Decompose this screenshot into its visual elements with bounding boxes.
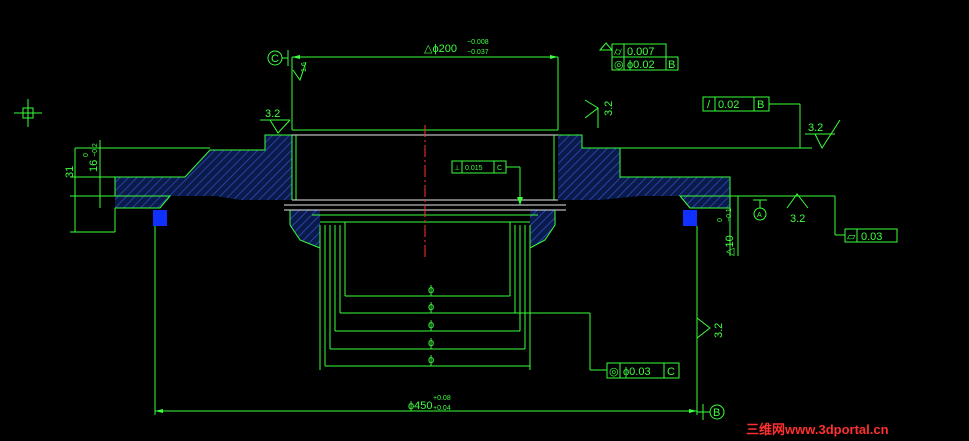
svg-text:B: B bbox=[757, 99, 764, 111]
svg-text:ϕ: ϕ bbox=[428, 284, 434, 296]
svg-text:1.6: 1.6 bbox=[301, 62, 308, 72]
top-diameter-text: △ϕ200 bbox=[424, 43, 457, 55]
fcf-runout: / 0.02 B bbox=[620, 96, 812, 149]
svg-text:−0.2: −0.2 bbox=[92, 143, 99, 157]
roughness-3-2-lower: 3.2 bbox=[696, 317, 725, 339]
height-10-dimension: △10 0 −0.1 bbox=[717, 196, 739, 256]
svg-text:C: C bbox=[271, 53, 279, 65]
svg-text:C: C bbox=[497, 165, 502, 172]
seal-left bbox=[153, 210, 167, 226]
svg-text:+0.04: +0.04 bbox=[433, 405, 451, 412]
watermark-text: 三维网www.3dportal.cn bbox=[746, 422, 889, 437]
svg-text:ϕ450: ϕ450 bbox=[408, 400, 433, 412]
svg-text:0.015: 0.015 bbox=[465, 165, 483, 172]
datum-c-marker: C bbox=[267, 50, 289, 66]
svg-text:◎: ◎ bbox=[609, 366, 619, 378]
svg-text:ϕ: ϕ bbox=[428, 319, 434, 331]
svg-text:/: / bbox=[707, 99, 711, 111]
svg-text:A: A bbox=[757, 212, 762, 219]
svg-text:3.2: 3.2 bbox=[713, 323, 725, 338]
svg-text:ϕ: ϕ bbox=[428, 354, 434, 366]
svg-text:0.03: 0.03 bbox=[861, 231, 882, 243]
svg-text:3.2: 3.2 bbox=[603, 101, 615, 116]
svg-text:−0.037: −0.037 bbox=[467, 49, 489, 56]
svg-text:ϕ: ϕ bbox=[428, 301, 434, 313]
svg-text:−0.008: −0.008 bbox=[467, 39, 489, 46]
svg-text:⊥: ⊥ bbox=[454, 165, 460, 172]
svg-text:31: 31 bbox=[64, 166, 76, 178]
datum-b-marker: B bbox=[697, 404, 725, 420]
datum-a-marker: A bbox=[753, 199, 767, 221]
svg-text:0: 0 bbox=[717, 218, 724, 222]
roughness-3-2-left: 3.2 bbox=[260, 108, 291, 134]
svg-text:ϕ: ϕ bbox=[428, 337, 434, 349]
svg-text:B: B bbox=[713, 407, 720, 419]
svg-text:3.2: 3.2 bbox=[808, 122, 823, 134]
crosshair-icon bbox=[14, 99, 42, 127]
roughness-3-2-right: 3.2 bbox=[805, 119, 841, 150]
roughness-3-2-mid: 3.2 bbox=[786, 193, 809, 225]
bottom-diameter-dimension: ϕ450 +0.08 +0.04 bbox=[155, 395, 697, 413]
height-31-dimension: 31 16 0 −0.2 bbox=[64, 140, 210, 233]
svg-text:△10: △10 bbox=[724, 235, 736, 256]
part-section bbox=[114, 129, 731, 415]
roughness-3-2-upper: 3.2 bbox=[584, 99, 615, 128]
svg-text:ϕ0.02: ϕ0.02 bbox=[627, 59, 655, 71]
roughness-1-6: 1.6 bbox=[292, 61, 308, 82]
fcf-flatness: ▱ 0.03 bbox=[730, 195, 898, 243]
seal-right bbox=[683, 210, 697, 226]
fcf-concentricity: ◎ ϕ0.03 C bbox=[515, 312, 680, 379]
top-diameter-dimension: △ϕ200 −0.008 −0.037 bbox=[291, 39, 559, 130]
svg-text:16: 16 bbox=[88, 160, 100, 172]
fcf-perpendicularity: ⊥ 0.015 C bbox=[451, 160, 523, 205]
svg-text:ϕ0.03: ϕ0.03 bbox=[623, 366, 651, 378]
svg-text:+0.08: +0.08 bbox=[433, 395, 451, 402]
svg-text:C: C bbox=[667, 366, 675, 378]
svg-text:B: B bbox=[668, 59, 675, 71]
svg-text:0.007: 0.007 bbox=[627, 46, 655, 58]
svg-text:3.2: 3.2 bbox=[265, 108, 280, 120]
svg-text:⌭: ⌭ bbox=[614, 46, 622, 58]
fcf-top: ⌭ 0.007 ◎ ϕ0.02 B bbox=[598, 42, 679, 71]
inner-diameter-dimensions: ϕ ϕ ϕ ϕ ϕ bbox=[324, 250, 530, 367]
svg-text:◎: ◎ bbox=[614, 59, 624, 71]
svg-text:−0.1: −0.1 bbox=[726, 208, 733, 222]
svg-text:0.02: 0.02 bbox=[718, 99, 739, 111]
svg-text:▱: ▱ bbox=[847, 231, 856, 243]
svg-text:0: 0 bbox=[83, 153, 90, 157]
svg-text:3.2: 3.2 bbox=[790, 213, 805, 225]
